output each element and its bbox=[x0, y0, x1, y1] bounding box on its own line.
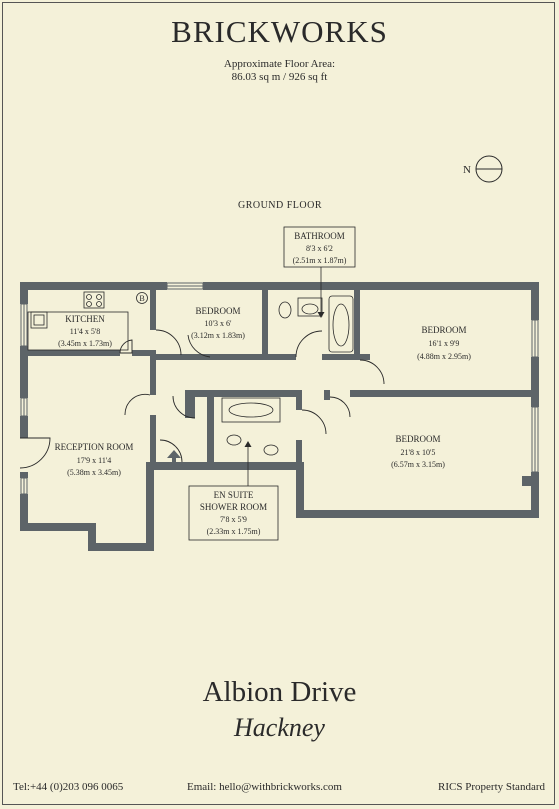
room-bedroom-right: BEDROOM 16'1 x 9'9 (4.88m x 2.95m) bbox=[417, 325, 471, 361]
kitchen-fittings bbox=[27, 291, 148, 351]
bedroom-main-metric: (6.57m x 3.15m) bbox=[391, 460, 445, 469]
compass-icon: N bbox=[463, 155, 503, 183]
plan-walls bbox=[20, 282, 539, 551]
bedroom-small-metric: (3.12m x 1.83m) bbox=[191, 331, 245, 340]
floor-label: GROUND FLOOR bbox=[237, 200, 323, 211]
property-borough: Hackney bbox=[234, 713, 325, 742]
bedroom-small-imperial: 10'3 x 6' bbox=[205, 319, 232, 328]
room-bedroom-main: BEDROOM 21'8 x 10'5 (6.57m x 3.15m) bbox=[391, 434, 445, 469]
bathroom-fittings bbox=[278, 295, 354, 353]
compass-letter: N bbox=[463, 164, 471, 176]
reception-name: RECEPTION ROOM bbox=[55, 442, 134, 452]
bedroom-small-name: BEDROOM bbox=[195, 306, 240, 316]
bedroom-right-imperial: 16'1 x 9'9 bbox=[429, 339, 460, 348]
property-address: Albion Drive bbox=[202, 676, 357, 708]
room-bedroom-small: BEDROOM 10'3 x 6' (3.12m x 1.83m) bbox=[191, 306, 245, 340]
reception-metric: (5.38m x 3.45m) bbox=[67, 468, 121, 477]
room-reception: RECEPTION ROOM 17'9 x 11'4 (5.38m x 3.45… bbox=[55, 442, 134, 477]
kitchen-name: KITCHEN bbox=[65, 314, 105, 324]
bedroom-main-imperial: 21'8 x 10'5 bbox=[401, 448, 436, 457]
callout-ensuite: EN SUITE SHOWER ROOM 7'8 x 5'9 (2.33m x … bbox=[188, 441, 279, 541]
kitchen-metric: (3.45m x 1.73m) bbox=[58, 339, 112, 348]
floor-area-label: Approximate Floor Area: bbox=[223, 58, 336, 70]
ensuite-name-line1: EN SUITE bbox=[214, 490, 254, 500]
reception-imperial: 17'9 x 11'4 bbox=[77, 456, 112, 465]
footer-phone[interactable]: Tel:+44 (0)203 096 0065 bbox=[13, 781, 124, 793]
bedroom-right-metric: (4.88m x 2.95m) bbox=[417, 352, 471, 361]
bedroom-main-name: BEDROOM bbox=[395, 434, 440, 444]
door-swings bbox=[19, 329, 385, 469]
ensuite-imperial: 7'8 x 5'9 bbox=[220, 515, 247, 524]
footer-email[interactable]: Email: hello@withbrickworks.com bbox=[187, 781, 342, 793]
ensuite-fittings bbox=[221, 397, 281, 456]
bathroom-name: BATHROOM bbox=[294, 231, 345, 241]
ensuite-name-line2: SHOWER ROOM bbox=[200, 502, 267, 512]
bathroom-imperial: 8'3 x 6'2 bbox=[306, 244, 333, 253]
bathroom-metric: (2.51m x 1.87m) bbox=[293, 256, 347, 265]
room-kitchen: KITCHEN 11'4 x 5'8 (3.45m x 1.73m) bbox=[58, 314, 112, 348]
kitchen-imperial: 11'4 x 5'8 bbox=[70, 327, 101, 336]
floor-area-value: 86.03 sq m / 926 sq ft bbox=[231, 71, 328, 83]
bedroom-right-name: BEDROOM bbox=[421, 325, 466, 335]
windows bbox=[20, 282, 539, 495]
ensuite-metric: (2.33m x 1.75m) bbox=[207, 527, 261, 536]
entrance-arrow-icon bbox=[167, 450, 181, 468]
brand-title: BRICKWORKS bbox=[171, 14, 388, 49]
callout-bathroom: BATHROOM 8'3 x 6'2 (2.51m x 1.87m) bbox=[283, 226, 356, 318]
boiler-icon: B bbox=[139, 294, 144, 303]
footer-standard: RICS Property Standard bbox=[438, 781, 545, 793]
